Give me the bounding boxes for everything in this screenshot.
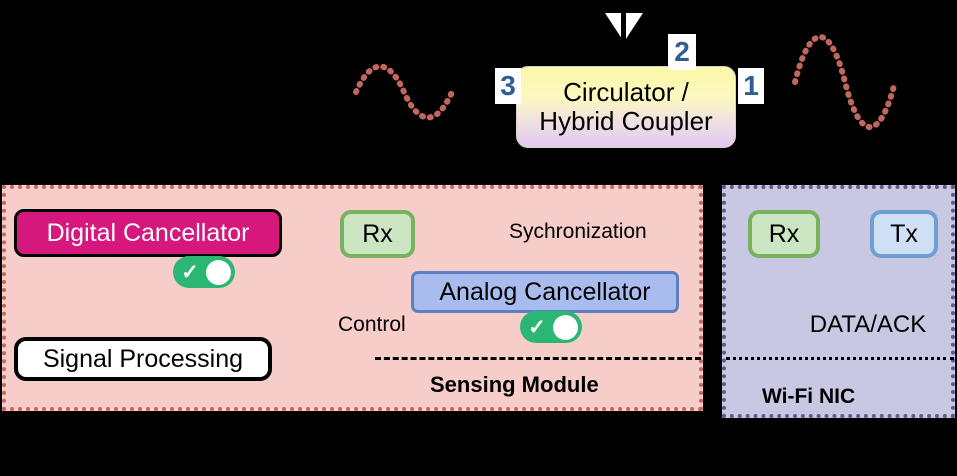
control-label: Control [334, 313, 410, 337]
wifi-rx-block[interactable]: Rx [748, 210, 820, 258]
check-icon: ✓ [528, 315, 546, 339]
circulator-port-1: 1 [738, 68, 764, 104]
signal-processing-block[interactable]: Signal Processing [14, 337, 272, 381]
data-ack-callout[interactable]: DATA/ACK [760, 305, 938, 345]
wifi-tx-block[interactable]: Tx [870, 210, 938, 258]
circulator-line1: Circulator / [563, 76, 689, 107]
analog-cancellation-toggle[interactable]: ✓ [520, 311, 582, 343]
antenna-icon [605, 13, 643, 45]
toggle-knob [553, 314, 578, 340]
circulator-line2: Hybrid Coupler [539, 106, 713, 136]
wifi-nic-label: Wi-Fi NIC [762, 385, 856, 408]
circulator-block[interactable]: Circulator / Hybrid Coupler [516, 66, 736, 148]
data-ack-label: DATA/ACK [809, 311, 927, 338]
sensing-rx-block[interactable]: Rx [340, 210, 415, 258]
synchronization-label: Sychronization [505, 220, 651, 244]
check-icon: ✓ [181, 260, 199, 284]
wifi-nic-divider [726, 357, 954, 360]
circulator-port-3: 3 [495, 68, 521, 104]
wave-left-antenna [353, 63, 455, 121]
analog-cancellator-block[interactable]: Analog Cancellator [411, 271, 679, 313]
sensing-module-label: Sensing Module [430, 372, 599, 397]
sensing-module-divider [375, 357, 701, 360]
wave-right-antenna [792, 34, 898, 130]
digital-cancellator-block[interactable]: Digital Cancellator [14, 209, 282, 257]
toggle-knob [206, 259, 231, 285]
circulator-port-2: 2 [668, 34, 696, 70]
digital-cancellation-toggle[interactable]: ✓ [173, 256, 235, 288]
